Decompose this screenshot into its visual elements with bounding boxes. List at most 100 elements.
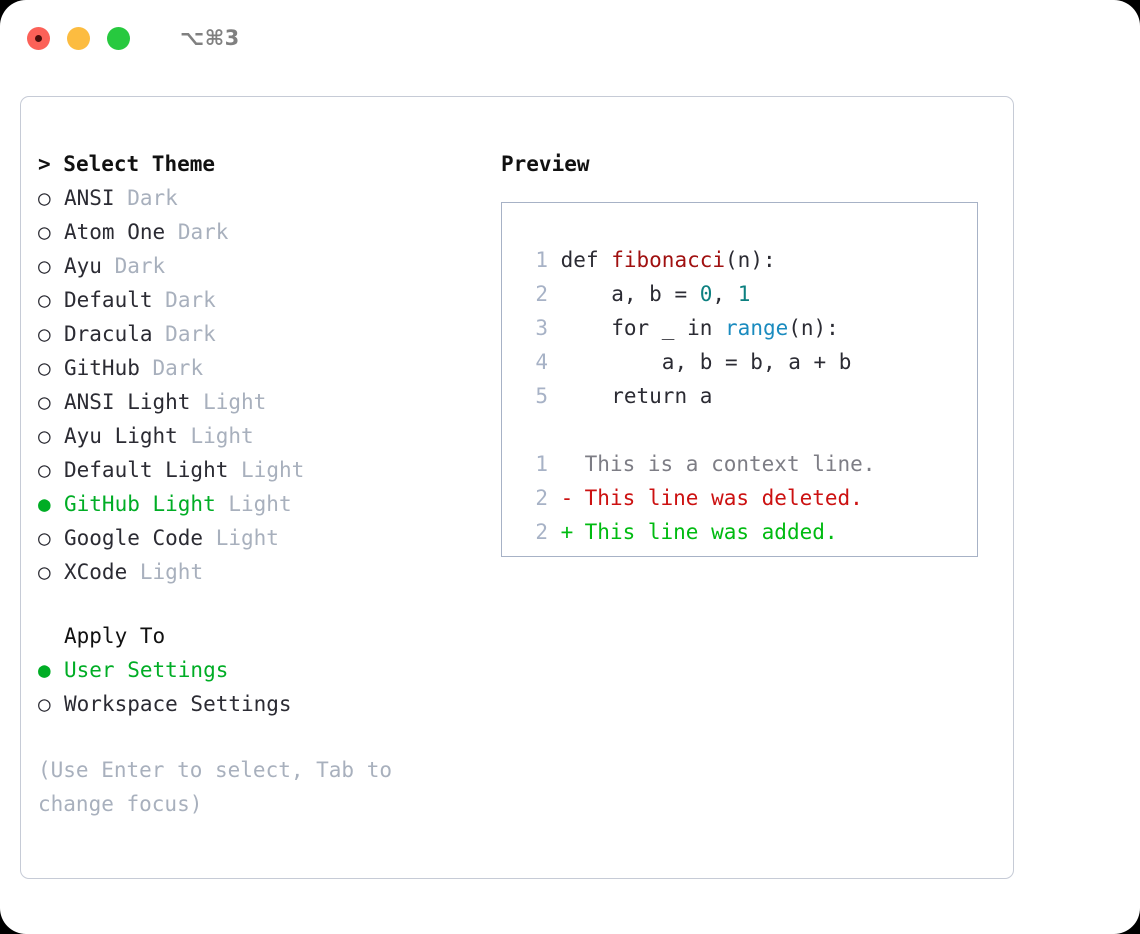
theme-mode-label: Light <box>139 560 204 584</box>
apply-to-option-label: Workspace Settings <box>64 692 292 716</box>
theme-mode-label: Dark <box>152 356 204 380</box>
radio-icon: ○ <box>38 526 51 550</box>
theme-item-google-code-light[interactable]: ○ Google Code Light <box>38 521 478 555</box>
code-token-call: range <box>725 316 789 340</box>
code-token: a, b = b, a + b <box>560 350 852 374</box>
code-token: return a <box>560 384 713 408</box>
radio-icon: ○ <box>38 390 51 414</box>
close-button-icon[interactable] <box>27 26 50 50</box>
theme-item-ansi-dark[interactable]: ○ANSI Dark <box>38 181 478 215</box>
theme-mode <box>115 186 128 210</box>
radio-icon: ○ <box>38 560 51 584</box>
apply-to-option-user-settings[interactable]: ● User Settings <box>38 653 478 687</box>
line-number: 4 <box>535 350 548 374</box>
code-line: 4 a, b = b, a + b <box>502 345 977 379</box>
code-token: (n): <box>788 316 839 340</box>
theme-item-xcode-light[interactable]: ○ XCode Light <box>38 555 478 589</box>
radio-icon-selected: ● <box>38 492 51 516</box>
preview-column: Preview 1 def fibonacci(n): 2 a, b = 0, … <box>501 147 991 557</box>
theme-item-dracula-dark[interactable]: ○Dracula Dark <box>38 317 478 351</box>
main-panel: > Select Theme ○ ANSI Dark ○ Atom One Dark… <box>20 96 1014 879</box>
diff-line-context: 1 This is a context line. <box>502 447 977 481</box>
radio-icon: ○ <box>38 254 51 278</box>
code-line: 5 return a <box>502 379 977 413</box>
theme-mode-label: Light <box>215 526 279 550</box>
line-number: 2 <box>535 282 548 306</box>
theme-item-ayu-dark[interactable]: ○ Ayu Dark <box>38 249 478 283</box>
maximize-button-icon[interactable] <box>107 26 130 50</box>
apply-to-section: Apply To ● User Settings ○ Workspace Setti… <box>38 619 478 721</box>
apply-to-option-label: User Settings <box>64 658 229 682</box>
preview-heading: Preview <box>501 152 590 176</box>
theme-item-default-light[interactable]: ○ Default Light Light <box>38 453 478 487</box>
theme-item-default-dark[interactable]: ○ Default Dark <box>38 283 478 317</box>
theme-name: Google Code <box>64 526 204 550</box>
code-token: def <box>560 248 612 272</box>
code-token-function: fibonacci <box>611 248 726 272</box>
code-diff-separator <box>502 413 977 447</box>
theme-item-github-light[interactable]: ●GitHub Light Light <box>38 487 478 521</box>
theme-mode-label: Light <box>241 458 305 482</box>
diff-marker-minus: - <box>560 486 574 510</box>
radio-icon: ○ <box>38 220 51 244</box>
code-line: 3 for _ in range(n): <box>502 311 977 345</box>
code-token: (n): <box>725 248 776 272</box>
diff-line-deleted: 2 -This line was deleted. <box>502 481 977 515</box>
radio-icon: ○ <box>38 458 51 482</box>
prompt-marker: > <box>38 152 64 176</box>
radio-icon: ○ <box>38 186 51 210</box>
select-theme-label: Select Theme <box>63 152 216 176</box>
title-bar: ⌥⌘3 <box>0 0 1140 76</box>
select-theme-heading: > Select Theme <box>38 147 478 181</box>
diff-line-added: 2 +This line was added. <box>502 515 977 549</box>
diff-text: This is a context line. <box>584 452 876 476</box>
theme-name: Default Light <box>64 458 229 482</box>
theme-mode-label: Dark <box>114 254 166 278</box>
apply-to-option-workspace-settings[interactable]: ○ Workspace Settings <box>38 687 478 721</box>
code-token: , <box>712 282 738 306</box>
theme-picker-column: > Select Theme ○ ANSI Dark ○ Atom One Dark… <box>38 147 478 821</box>
radio-icon: ○ <box>38 288 51 312</box>
code-token-number: 0 <box>699 282 713 306</box>
theme-name: Ayu <box>64 254 102 278</box>
theme-name: XCode <box>64 560 128 584</box>
theme-name: Default <box>64 288 153 312</box>
radio-icon: ○ <box>38 424 51 448</box>
theme-name: ANSI <box>64 186 115 210</box>
line-number: 1 <box>535 452 548 476</box>
window-title: ⌥⌘3 <box>180 26 240 50</box>
minimize-button-icon[interactable] <box>67 26 90 50</box>
line-number: 2 <box>535 486 548 510</box>
apply-to-heading: Apply To <box>64 624 166 648</box>
theme-name: ANSI Light <box>64 390 191 414</box>
theme-item-atom-one-dark[interactable]: ○ Atom One Dark <box>38 215 478 249</box>
theme-item-ayu-light[interactable]: ○Ayu Light Light <box>38 419 478 453</box>
radio-icon: ○ <box>38 692 51 716</box>
diff-text: This line was deleted. <box>584 486 863 510</box>
diff-text: This line was added. <box>584 520 838 544</box>
theme-name: GitHub <box>64 356 140 380</box>
theme-mode-label: Dark <box>177 220 229 244</box>
radio-icon: ○ <box>38 356 51 380</box>
radio-icon: ○ <box>38 322 51 346</box>
theme-mode-label: Light <box>203 390 267 414</box>
preview-code-box: 1 def fibonacci(n): 2 a, b = 0, 1 3 for … <box>501 202 978 557</box>
code-line: 2 a, b = 0, 1 <box>502 277 977 311</box>
radio-icon-selected: ● <box>38 658 51 682</box>
line-number: 3 <box>535 316 548 340</box>
code-token-number: 1 <box>737 282 751 306</box>
traffic-light-buttons <box>27 26 130 50</box>
line-number: 1 <box>535 248 548 272</box>
theme-item-github-dark[interactable]: ○ GitHub Dark <box>38 351 478 385</box>
theme-name: Ayu Light <box>64 424 178 448</box>
theme-mode-label: Light <box>228 492 292 516</box>
theme-mode-label: Dark <box>165 288 216 312</box>
theme-name: Atom One <box>64 220 166 244</box>
diff-marker-plus: + <box>560 520 574 544</box>
code-token: a, b = <box>560 282 700 306</box>
theme-item-ansi-light[interactable]: ○ ANSI Light Light <box>38 385 478 419</box>
theme-list: ○ ANSI Dark ○ Atom One Dark ○ Ayu Dark ○ Def… <box>38 181 478 589</box>
theme-name: Dracula <box>64 322 153 346</box>
code-line: 1 def fibonacci(n): <box>502 243 977 277</box>
